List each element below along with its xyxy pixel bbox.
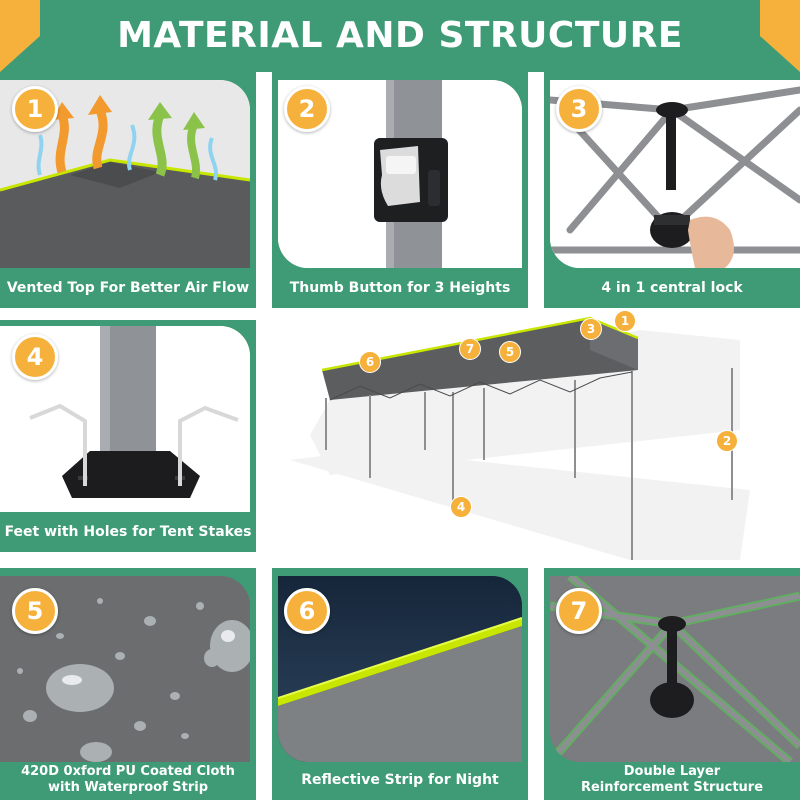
feature-panel-double-layer: 7 Double Layer Reinforcement Structure	[544, 568, 800, 800]
panel-caption: Feet with Holes for Tent Stakes	[4, 524, 252, 540]
panel-number-badge: 4	[12, 334, 58, 380]
caption-line: with Waterproof Strip	[47, 780, 209, 795]
header-banner: MATERIAL AND STRUCTURE	[0, 0, 800, 72]
thumb-button-image	[278, 80, 522, 268]
tent-overview: 1 2 3 4 5 6 7	[270, 310, 800, 570]
panel-caption: 420D 0xford PU Coated Cloth with Waterpr…	[0, 760, 256, 800]
reflective-strip-image	[278, 576, 522, 762]
caption-line: 420D 0xford PU Coated Cloth	[21, 764, 235, 779]
tent-marker: 1	[614, 310, 636, 332]
panel-caption: 4 in 1 central lock	[601, 280, 743, 296]
feature-panel-reflective-strip: 6 Reflective Strip for Night	[272, 568, 528, 800]
feature-panel-oxford-cloth: 5 420D 0xford PU Coated Cloth with Water…	[0, 568, 256, 800]
tent-feet-image	[0, 326, 250, 512]
panel-number-badge: 6	[284, 588, 330, 634]
panel-number-badge: 1	[12, 86, 58, 132]
tent-marker: 5	[499, 341, 521, 363]
feature-panel-tent-feet: 4 Feet with Holes for Tent Stakes	[0, 320, 256, 552]
tent-marker: 2	[716, 430, 738, 452]
panel-caption: Reflective Strip for Night	[301, 772, 499, 788]
vent-arrows-icon	[0, 80, 250, 268]
tent-marker: 4	[450, 496, 472, 518]
panel-caption: Vented Top For Better Air Flow	[6, 280, 250, 296]
panel-caption: Double Layer Reinforcement Structure	[544, 760, 800, 800]
feature-panel-central-lock: 3 4 in 1 central lock	[544, 72, 800, 308]
caption-line: Double Layer	[623, 764, 721, 779]
tent-marker: 7	[459, 338, 481, 360]
panel-caption: Thumb Button for 3 Heights	[289, 280, 511, 296]
reflective-strip-icon	[278, 576, 522, 762]
caption-line: Reinforcement Structure	[580, 780, 764, 795]
panel-number-badge: 7	[556, 588, 602, 634]
tent-marker: 6	[359, 351, 381, 373]
tent-foot-icon	[0, 326, 250, 512]
vented-top-image	[0, 80, 250, 268]
feature-panel-thumb-button: 2 Thumb Button for 3 Heights	[272, 72, 528, 308]
panel-number-badge: 5	[12, 588, 58, 634]
tent-illustration	[290, 316, 750, 560]
central-lock-icon	[550, 80, 800, 268]
header-title-bg	[40, 0, 760, 72]
feature-panel-vented-top: 1 Vented Top For Better Air Flow	[0, 72, 256, 308]
panel-number-badge: 3	[556, 86, 602, 132]
page-title: MATERIAL AND STRUCTURE	[117, 15, 683, 56]
panel-number-badge: 2	[284, 86, 330, 132]
tent-marker: 3	[580, 318, 602, 340]
